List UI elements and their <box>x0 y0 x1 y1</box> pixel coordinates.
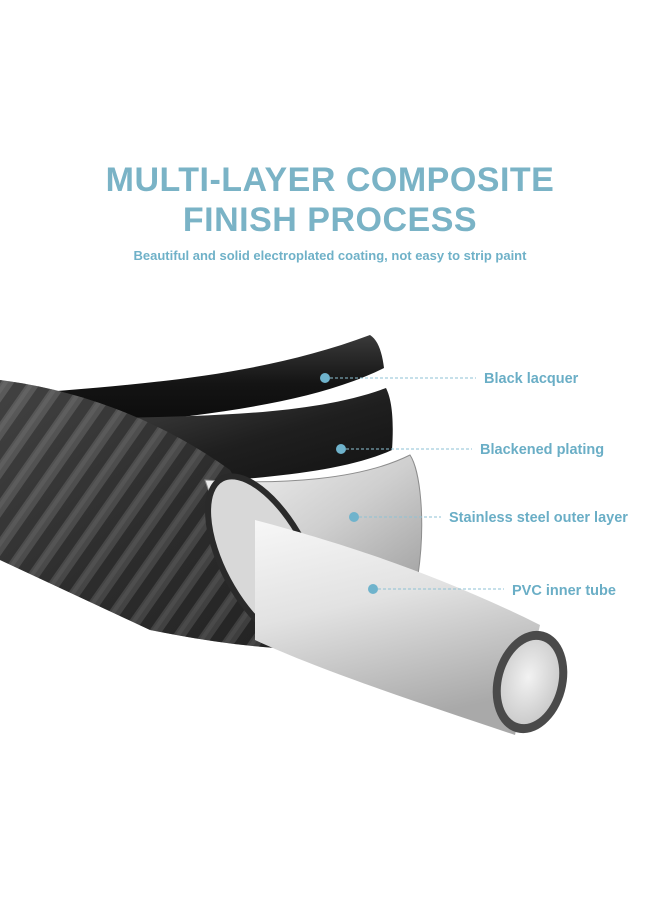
callout-dot <box>349 512 359 522</box>
callout-pvc-inner-tube <box>368 584 504 594</box>
callout-blackened-plating <box>336 444 472 454</box>
label-pvc-inner-tube: PVC inner tube <box>512 583 616 599</box>
callout-dot <box>320 373 330 383</box>
label-stainless-steel-outer-layer: Stainless steel outer layer <box>449 510 628 526</box>
title-line-2: FINISH PROCESS <box>182 201 478 239</box>
callout-dot <box>368 584 378 594</box>
callout-stainless-steel <box>349 512 441 522</box>
label-blackened-plating: Blackened plating <box>480 442 605 458</box>
callout-dot <box>336 444 346 454</box>
label-black-lacquer: Black lacquer <box>484 371 579 387</box>
pvc-tube-end-opening <box>500 639 560 725</box>
subtitle: Beautiful and solid electroplated coatin… <box>133 248 527 263</box>
pvc-inner-tube <box>255 520 540 735</box>
title-line-1: MULTI-LAYER COMPOSITE <box>105 161 555 199</box>
hose-cross-section-illustration <box>0 335 568 735</box>
callout-black-lacquer <box>320 373 476 383</box>
